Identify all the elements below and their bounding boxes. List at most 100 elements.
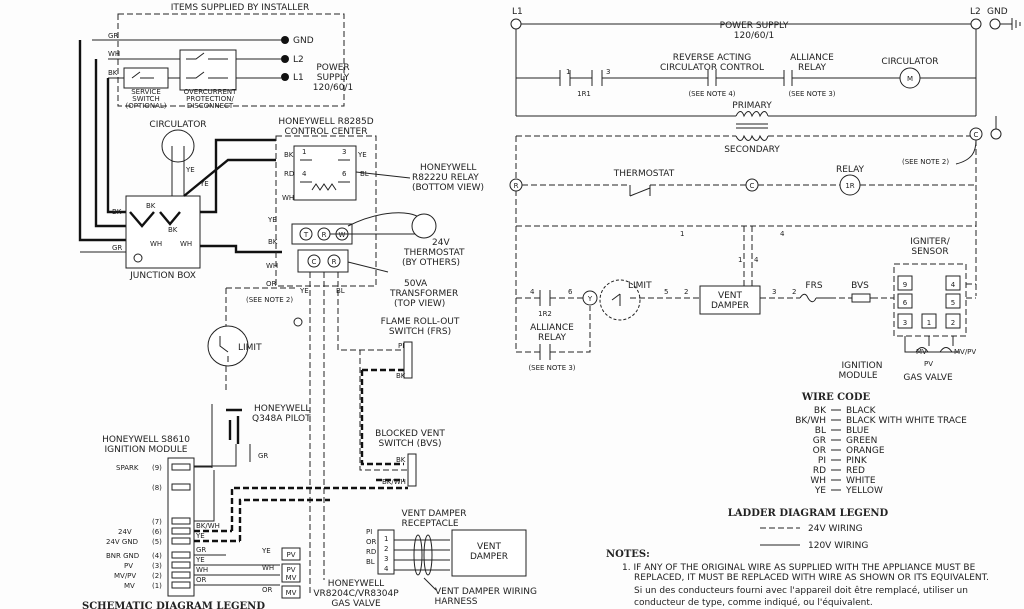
- ladder-ignition-module: [893, 263, 967, 337]
- ladder-thermostat-label: THERMOSTAT: [613, 169, 675, 179]
- vent-wire-1: 1: [680, 230, 684, 238]
- lm-pin-3: 3: [903, 319, 907, 327]
- bl-rec-label: BL: [366, 558, 375, 566]
- ladder-module-line-2: MODULE: [838, 371, 877, 381]
- ladder-y-node: [582, 290, 598, 306]
- ladder-relay-coil: [839, 174, 861, 196]
- see-note-3-top: (SEE NOTE 3): [788, 90, 835, 98]
- module-mvpv: MV/PV: [114, 572, 136, 580]
- wire-code-name: BLUE: [846, 426, 869, 436]
- bkwh-mod-label: BK/WH: [196, 522, 220, 530]
- transformer-leader: [347, 261, 389, 273]
- circulator-label: CIRCULATOR: [149, 120, 206, 130]
- wire-code-entry: YE: [814, 486, 826, 496]
- ladder-c-node-label: C: [974, 131, 979, 139]
- lm-pin-6: 6: [903, 299, 908, 307]
- module-mv: MV: [124, 582, 135, 590]
- rd-rec-label: RD: [366, 548, 376, 556]
- harness-line-1: VENT DAMPER WIRING: [435, 587, 537, 597]
- or-tr-label: OR: [266, 280, 277, 288]
- wire-code-rows: BK BLACK BK/WH BLACK WITH WHITE TRACE BL…: [795, 406, 967, 496]
- ladder-120v-rails: [515, 29, 977, 116]
- ladder-diagram: L1 L2 GND POWER SUPPLY 120/60/1 1 3 1R1 …: [509, 7, 1021, 383]
- power-supply-line-2: SUPPLY: [317, 73, 350, 83]
- gas-valve-line-3: GAS VALVE: [331, 599, 381, 609]
- ladder-vent-damper: [699, 285, 761, 315]
- rec-pin-4: 4: [384, 565, 389, 573]
- overcurrent-box: [179, 49, 237, 91]
- main-wire-3: 3: [772, 288, 776, 296]
- ladder-c-mid-label: C: [750, 182, 755, 190]
- ladder-pv-label: PV: [924, 360, 933, 368]
- limit-switch: [207, 325, 249, 367]
- module-feed-ladder: [872, 283, 976, 299]
- ladder-r-node-label: R: [514, 182, 519, 190]
- relay-line-1: HONEYWELL: [420, 163, 476, 173]
- harness-sleeve-1: [413, 534, 423, 576]
- module-24v: 24V: [118, 528, 132, 536]
- bkwh-bvs-label: BK/WH: [382, 478, 406, 486]
- module-24v-route: [230, 486, 408, 541]
- primary-label: PRIMARY: [732, 101, 772, 111]
- secondary-coil: [735, 134, 769, 141]
- ye-c-label: YE: [299, 287, 309, 295]
- wire-code-entry: RD: [813, 466, 826, 476]
- ladder-mvpv-label: MV/PV: [954, 348, 976, 356]
- see-note-4: (SEE NOTE 4): [688, 90, 735, 98]
- l1-terminal: [281, 73, 289, 81]
- alliance-bottom-rung: [516, 306, 591, 353]
- service-switch-line-3: (OPTIONAL): [126, 102, 167, 110]
- ignition-module-line-2: IGNITION MODULE: [105, 445, 188, 455]
- gr-pilot-label: GR: [258, 452, 268, 460]
- relay-contacts-coil: [300, 159, 350, 191]
- module-num-8: (8): [152, 484, 162, 492]
- thermostat-line-1: 24V: [432, 238, 450, 248]
- relay-line-3: (BOTTOM VIEW): [412, 183, 484, 193]
- ye-t-label: YE: [267, 216, 277, 224]
- or-rec-label: OR: [366, 538, 377, 546]
- wire-code-entry: BK/WH: [795, 416, 826, 426]
- ladder-power-supply-1: POWER SUPPLY: [720, 21, 789, 31]
- main-wire-5: 5: [664, 288, 668, 296]
- power-supply-line-1: POWER: [316, 63, 349, 73]
- transformer-line-2: TRANSFORMER: [389, 289, 458, 299]
- frs-line-1: FLAME ROLL-OUT: [381, 317, 460, 327]
- vent-wire-4b: 4: [754, 256, 759, 264]
- alliance-bottom-contact: [539, 344, 551, 360]
- wire-code-entry: WH: [810, 476, 826, 486]
- module-spark: SPARK: [116, 464, 139, 472]
- igniter-line-1: IGNITER/: [910, 237, 950, 247]
- bvs-line-1: BLOCKED VENT: [375, 429, 445, 439]
- harness-line-2: HARNESS: [434, 597, 477, 607]
- ladder-vent-damper-1: VENT: [718, 291, 743, 301]
- receptacle-line-2: RECEPTACLE: [401, 519, 458, 529]
- thermostat-symbol: [411, 213, 437, 239]
- gnd-label: GND: [293, 36, 314, 46]
- primary-coil: [735, 111, 769, 118]
- relay-leader: [355, 171, 411, 179]
- bk-relay-label: BK: [284, 151, 294, 159]
- wire-code-name: RED: [846, 466, 865, 476]
- rec-pin-2: 2: [384, 545, 388, 553]
- module-terminal-rects: [171, 463, 191, 589]
- jb-to-cc-yellow: [183, 158, 276, 197]
- gr-jb-label: GR: [112, 244, 122, 252]
- relay-pin-3: 3: [342, 148, 346, 156]
- wire-code-title: WIRE CODE: [801, 392, 871, 403]
- ladder-power-supply-2: 120/60/1: [734, 31, 774, 41]
- ye-mod2-label: YE: [195, 556, 205, 564]
- wh-top-label: WH: [108, 50, 120, 58]
- installer-terminals: GND L2 L1 POWER SUPPLY 120/60/1: [281, 36, 353, 93]
- note-1-line-3: Si un des conducteurs fourni avec l'appa…: [634, 585, 968, 596]
- ladder-bvs-label: BVS: [851, 281, 869, 291]
- terminal-w-label: W: [339, 231, 346, 239]
- gas-valve-line-2: VR8204C/VR8304P: [313, 589, 399, 599]
- ladder-gas-valve-coils: [915, 347, 953, 353]
- main-wire-4: 4: [530, 288, 535, 296]
- transformer-core: [736, 123, 768, 129]
- bk-splice2-label: BK: [168, 226, 178, 234]
- relay-pin-6: 6: [342, 170, 347, 178]
- ground-wire-heavy: [78, 40, 126, 242]
- wh-splice2-label: WH: [180, 240, 192, 248]
